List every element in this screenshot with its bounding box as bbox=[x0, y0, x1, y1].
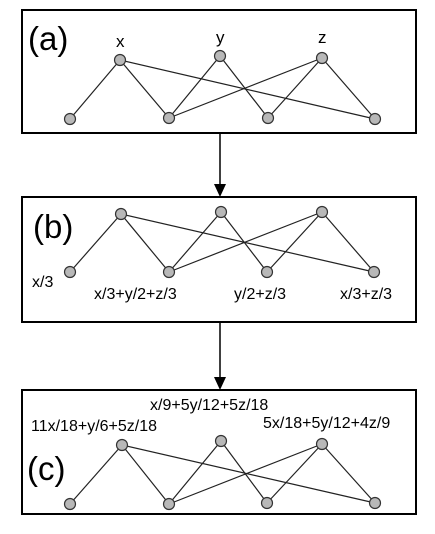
edge-c-1-4 bbox=[121, 444, 376, 504]
top-node-b-1 bbox=[114, 207, 128, 221]
bottom-node-b-2 bbox=[162, 265, 176, 279]
edge-b-3-3 bbox=[266, 211, 323, 273]
edge-c-2-3 bbox=[220, 440, 268, 504]
bottom-node-c-1 bbox=[63, 497, 77, 511]
edge-b-3-4 bbox=[321, 211, 375, 273]
edge-c-1-2 bbox=[121, 444, 170, 505]
bottom-node-a-2 bbox=[162, 111, 176, 125]
panel-b: (b) x/3 x/3+y/2+z/3 y/2+z/3 x/3+z/3 bbox=[32, 205, 392, 303]
edge-b-3-2 bbox=[168, 211, 323, 273]
top-expr-2: x/9+5y/12+5z/18 bbox=[150, 397, 268, 414]
top-node-b-2 bbox=[214, 205, 228, 219]
bottom-node-a-3 bbox=[261, 111, 275, 125]
graph-panel-a bbox=[63, 49, 382, 126]
bottom-node-b-1 bbox=[63, 265, 77, 279]
edge-b-1-1 bbox=[69, 213, 122, 273]
edge-a-2-2 bbox=[168, 55, 221, 119]
top-node-c-2 bbox=[214, 434, 228, 448]
panel-a-label: (a) bbox=[28, 20, 68, 57]
edge-a-1-1 bbox=[69, 59, 121, 120]
edge-c-1-1 bbox=[69, 444, 123, 505]
top-expr-1: 11x/18+y/6+5z/18 bbox=[31, 418, 157, 435]
bottom-node-c-4 bbox=[368, 496, 382, 510]
panel-a: (a) x y z bbox=[28, 20, 382, 126]
panel-b-frame bbox=[21, 196, 417, 323]
edge-a-3-3 bbox=[267, 57, 323, 119]
bottom-expr-4: x/3+z/3 bbox=[340, 286, 392, 303]
edge-a-3-4 bbox=[321, 57, 376, 120]
edge-b-1-4 bbox=[120, 213, 375, 273]
top-expr-3: 5x/18+5y/12+4z/9 bbox=[263, 415, 390, 432]
graph-panel-b bbox=[63, 205, 381, 279]
panel-c: x/9+5y/12+5z/18 11x/18+y/6+5z/18 5x/18+5… bbox=[27, 397, 390, 511]
top-node-c-3 bbox=[315, 437, 329, 451]
variable-y-label: y bbox=[216, 28, 225, 47]
bottom-node-b-4 bbox=[367, 265, 381, 279]
edge-a-1-2 bbox=[119, 59, 170, 119]
panel-c-frame bbox=[21, 389, 417, 515]
edge-b-2-2 bbox=[168, 211, 222, 273]
bottom-expr-1: x/3 bbox=[32, 274, 53, 291]
bottom-node-c-3 bbox=[260, 496, 274, 510]
panel-b-label: (b) bbox=[33, 208, 73, 245]
bottom-node-a-4 bbox=[368, 112, 382, 126]
edge-a-3-2 bbox=[168, 57, 323, 119]
variable-z-label: z bbox=[318, 28, 327, 47]
variable-x-label: x bbox=[116, 32, 125, 51]
bottom-expr-3: y/2+z/3 bbox=[234, 286, 286, 303]
edge-c-3-2 bbox=[168, 443, 323, 505]
edge-c-3-3 bbox=[266, 443, 323, 504]
panel-a-frame bbox=[21, 9, 417, 134]
graph-panel-c bbox=[63, 434, 382, 511]
panel-c-label: (c) bbox=[27, 450, 65, 487]
top-node-a-1 bbox=[113, 53, 127, 67]
edge-c-3-4 bbox=[321, 443, 376, 504]
bottom-node-c-2 bbox=[162, 497, 176, 511]
top-node-a-3 bbox=[315, 51, 329, 65]
arrow-a-to-b-head bbox=[214, 184, 226, 197]
edge-c-2-2 bbox=[168, 440, 222, 505]
bottom-node-b-3 bbox=[260, 265, 274, 279]
top-node-c-1 bbox=[115, 438, 129, 452]
edge-b-1-2 bbox=[120, 213, 170, 273]
edge-a-1-4 bbox=[119, 59, 376, 120]
top-node-a-2 bbox=[213, 49, 227, 63]
bottom-node-a-1 bbox=[63, 112, 77, 126]
arrow-b-to-c-head bbox=[214, 377, 226, 390]
bottom-expr-2: x/3+y/2+z/3 bbox=[94, 286, 177, 303]
top-node-b-3 bbox=[315, 205, 329, 219]
edge-a-2-3 bbox=[219, 55, 269, 119]
